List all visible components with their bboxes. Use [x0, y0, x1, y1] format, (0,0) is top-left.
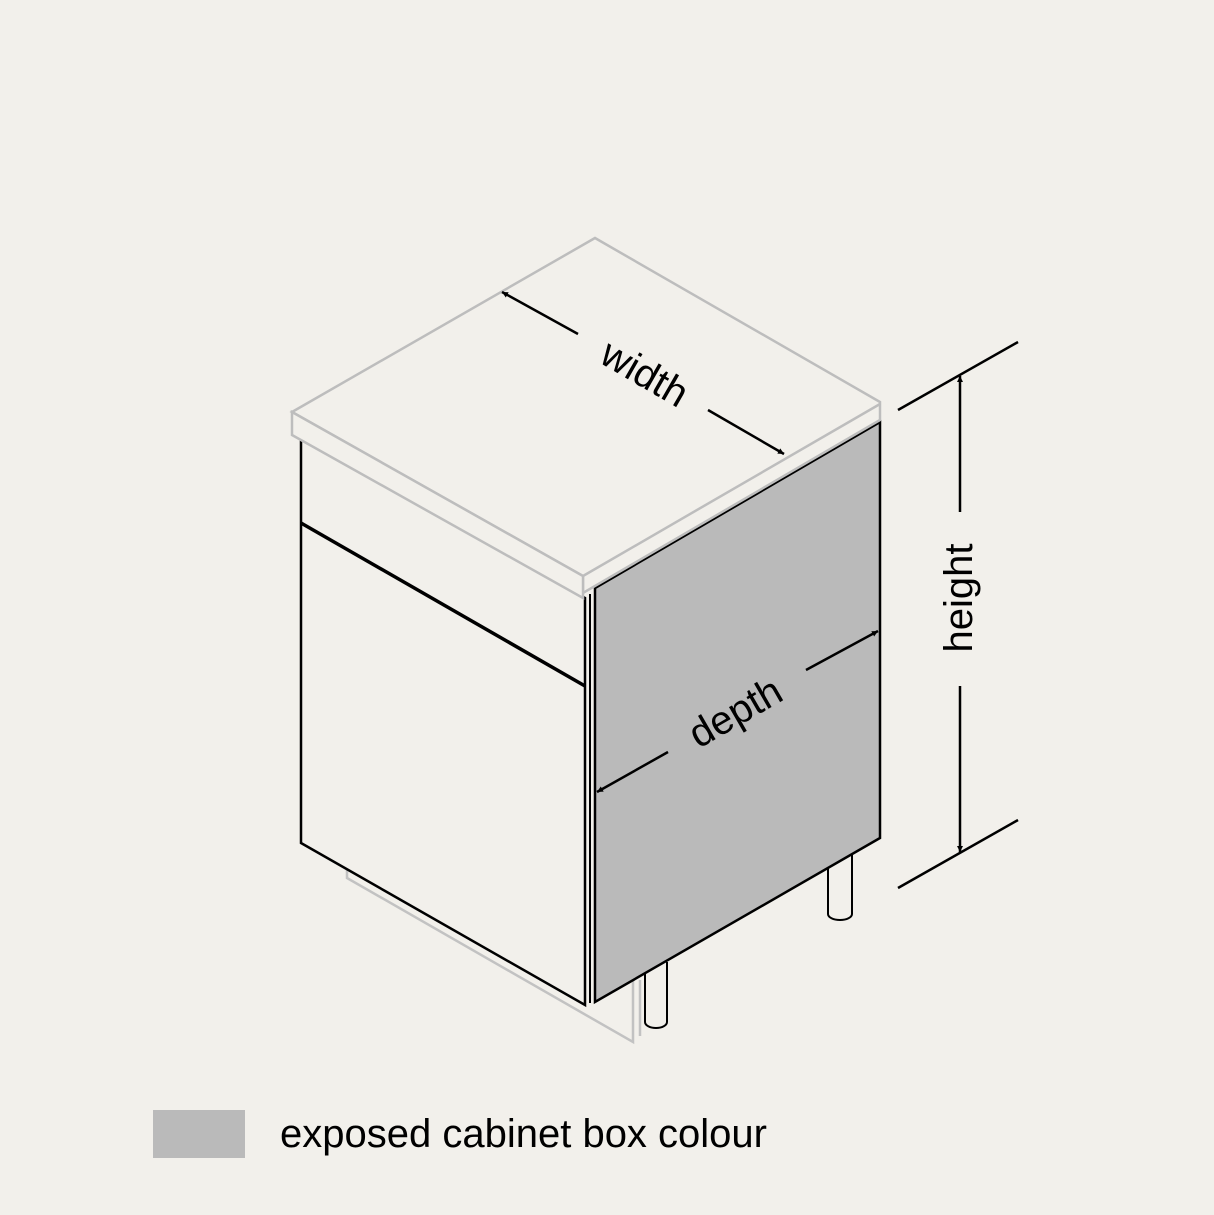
height-extension-bottom	[897, 818, 1019, 890]
cabinet-front	[299, 434, 591, 1008]
drawer-line	[300, 521, 586, 688]
depth-arrow-left	[596, 750, 669, 794]
legend: exposed cabinet box colour	[153, 1110, 767, 1158]
legs	[644, 852, 853, 1029]
legend-swatch	[153, 1110, 245, 1158]
depth-dimension	[596, 629, 879, 794]
height-dimension	[897, 340, 1019, 890]
legend-label: exposed cabinet box colour	[280, 1111, 767, 1156]
exposed-side-panel	[593, 419, 882, 1005]
height-label: height	[937, 544, 981, 653]
plinth-outline	[345, 868, 642, 1045]
depth-arrow-right	[805, 629, 879, 672]
width-dimension	[501, 290, 785, 456]
width-arrow-right	[707, 408, 785, 456]
front-leg	[644, 962, 668, 1029]
back-leg	[827, 852, 853, 921]
countertop	[289, 236, 882, 601]
width-arrow-left	[501, 290, 579, 336]
